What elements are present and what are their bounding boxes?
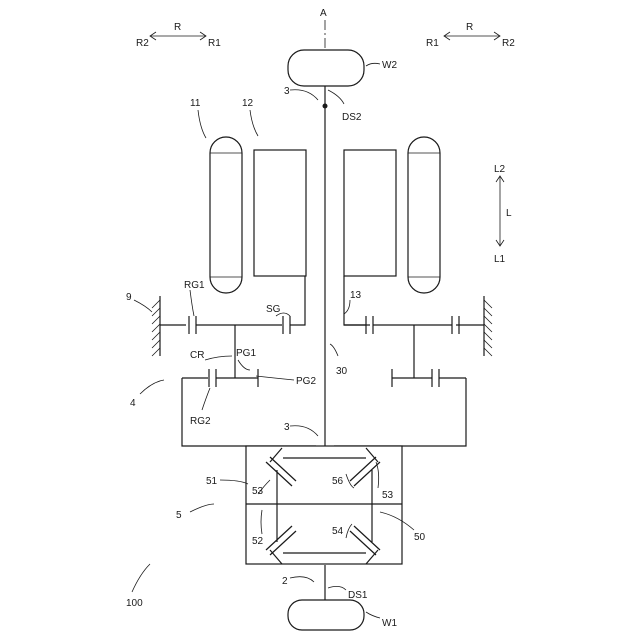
label-w1: W1: [382, 618, 397, 629]
label-pg2: PG2: [296, 376, 316, 387]
label-casing: 9: [126, 292, 132, 303]
dir-tr-right: R2: [502, 38, 515, 49]
axis-label: A: [320, 8, 327, 19]
label-side-gear-bottom: 54: [332, 526, 344, 537]
label-w2: W2: [382, 60, 397, 71]
label-sun-shaft: 30: [336, 366, 348, 377]
label-sg: SG: [266, 304, 281, 315]
direction-r-top-left: [150, 32, 206, 40]
label-rotor: 12: [242, 98, 254, 109]
label-rg2: RG2: [190, 416, 211, 427]
label-side-gear-top: 56: [332, 476, 344, 487]
label-pinion-right: 53: [382, 490, 394, 501]
dir-side-bottom: L1: [494, 254, 506, 265]
label-diff-case-top: 51: [206, 476, 218, 487]
casing-right-hatch: [484, 300, 492, 356]
label-rg1: RG1: [184, 280, 205, 291]
label-diff-ref: 50: [414, 532, 426, 543]
ring-gear-frame-right: [334, 378, 466, 446]
label-shaft-mid: 3: [284, 422, 290, 433]
label-device: 100: [126, 598, 143, 609]
label-pinion-left: 53: [252, 486, 264, 497]
dir-side-mid: L: [506, 208, 512, 219]
stator-right: [408, 137, 440, 293]
dir-tr-mid: R: [466, 22, 473, 33]
wheel-w2: [288, 50, 364, 86]
label-shaft-bottom: 2: [282, 576, 288, 587]
direction-l-side: [496, 176, 504, 246]
label-ds1: DS1: [348, 590, 368, 601]
dir-tl-left: R2: [136, 38, 149, 49]
rotor-left: [254, 150, 306, 276]
label-planetary: 4: [130, 398, 136, 409]
label-cr: CR: [190, 350, 204, 361]
label-shaft-top: 3: [284, 86, 290, 97]
label-ds2: DS2: [342, 112, 362, 123]
dir-tl-right: R1: [208, 38, 221, 49]
label-differential: 5: [176, 510, 182, 521]
dir-tr-left: R1: [426, 38, 439, 49]
ring-gear-frame-left: [182, 378, 316, 446]
rotor-right: [344, 150, 396, 276]
stator-left: [210, 137, 242, 293]
casing-left-hatch: [152, 300, 160, 356]
label-rotor-shaft: 13: [350, 290, 362, 301]
dir-side-top: L2: [494, 164, 506, 175]
dir-tl-mid: R: [174, 22, 181, 33]
label-pg1: PG1: [236, 348, 256, 359]
label-stator: 11: [190, 98, 201, 109]
shaft-junction-dot: [323, 104, 328, 109]
wheel-w1: [288, 600, 364, 630]
direction-r-top-right: [444, 32, 500, 40]
label-diff-case-bottom: 52: [252, 536, 264, 547]
rotor-shaft-left: [290, 276, 305, 325]
